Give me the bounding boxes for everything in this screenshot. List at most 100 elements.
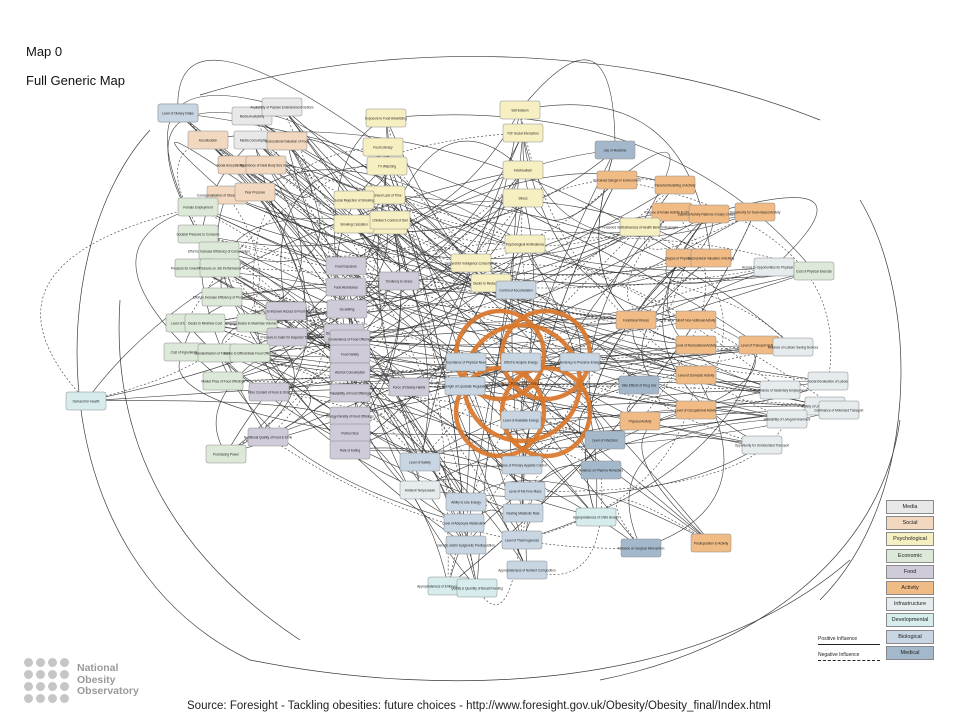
node-label: Social Devaluation of Labour bbox=[808, 379, 850, 383]
node-box bbox=[499, 100, 541, 120]
influence-link bbox=[268, 391, 523, 466]
influence-link bbox=[265, 164, 526, 262]
logo-dot bbox=[48, 682, 57, 691]
node-label: Opportunity for Unmotorised Transport bbox=[735, 443, 790, 447]
logo-dot bbox=[36, 682, 45, 691]
influence-link bbox=[225, 146, 385, 455]
source-caption: Source: Foresight - Tackling obesities: … bbox=[187, 700, 771, 712]
map-node: Tendency to Preserve Energy bbox=[559, 352, 601, 372]
influence-link bbox=[465, 344, 697, 546]
node-label: Reliance on Surgical Intervention bbox=[618, 546, 665, 550]
influence-link bbox=[353, 199, 781, 391]
map-node: Portion Size bbox=[329, 423, 371, 443]
node-box bbox=[734, 202, 776, 222]
map-node: Dominance of Sedentary Employment bbox=[753, 380, 807, 400]
node-label: Degree of Innate Activity in Childhood bbox=[645, 210, 698, 214]
node-label: Fibre Content of Food & Drink bbox=[248, 390, 291, 394]
map-node: Physical Activity bbox=[619, 411, 661, 431]
node-label: TV Watching bbox=[378, 164, 396, 168]
influence-link bbox=[85, 194, 260, 402]
legend-item: Developmental bbox=[886, 613, 934, 628]
map-node: Self-Esteem bbox=[499, 100, 541, 120]
node-label: Purchasing Power bbox=[213, 452, 240, 456]
node-box bbox=[618, 375, 660, 395]
negative-influence-label: Negative Influence bbox=[818, 652, 860, 658]
influence-link bbox=[389, 179, 618, 252]
node-label: Opportunity for Team-Based Activity bbox=[730, 210, 781, 214]
node-box bbox=[329, 362, 371, 382]
influence-link bbox=[665, 213, 775, 284]
node-box bbox=[234, 182, 276, 202]
node-label: Food Variety bbox=[341, 352, 359, 356]
node-box bbox=[266, 327, 308, 347]
node-label: Stress bbox=[518, 196, 527, 200]
influence-link bbox=[515, 289, 640, 386]
node-box bbox=[378, 271, 420, 291]
map-node: Resting Metabolic Rate bbox=[502, 503, 544, 523]
influence-link bbox=[185, 164, 302, 324]
map-node: Reliance on Surgical Intervention bbox=[618, 538, 665, 558]
map-nodes: EducationMedia AvailabilityAvailability … bbox=[65, 97, 864, 598]
node-label: Level of Satiety bbox=[409, 460, 431, 464]
influence-link bbox=[280, 165, 388, 312]
influence-link bbox=[251, 115, 775, 272]
node-box bbox=[690, 533, 732, 553]
node-box bbox=[807, 371, 849, 391]
positive-influence-label: Positive Influence bbox=[818, 636, 858, 642]
map-node: Quality & Quantity of Breast Feeding bbox=[451, 578, 503, 598]
node-label: Energy-Density of Food Offerings bbox=[326, 414, 374, 418]
node-box bbox=[443, 513, 485, 533]
influence-link bbox=[616, 151, 671, 228]
map-node: Predisposition to Activity bbox=[690, 533, 732, 553]
influence-link bbox=[384, 194, 794, 348]
node-box bbox=[365, 108, 407, 128]
node-label: Standardisation of Food Offerings bbox=[194, 351, 242, 355]
node-box bbox=[399, 480, 441, 500]
influence-link bbox=[524, 418, 788, 492]
influence-link bbox=[476, 512, 524, 606]
influence-link bbox=[222, 361, 467, 382]
node-label: Individualism bbox=[514, 168, 533, 172]
map-node: Societal Pressure to Consume bbox=[176, 224, 220, 244]
node-label: Physical Activity bbox=[629, 419, 652, 423]
node-label: Pressure on Job Performance bbox=[199, 266, 242, 270]
node-label: Availability of Passive Entertainment Op… bbox=[250, 105, 314, 109]
solid-line-icon bbox=[818, 644, 880, 645]
node-box bbox=[504, 481, 546, 501]
influence-link bbox=[199, 56, 821, 121]
influence-link bbox=[345, 286, 637, 329]
node-label: Pressure to Improve Access to Food Offer… bbox=[253, 309, 319, 313]
node-label: Tendency to Graze bbox=[386, 279, 413, 283]
map-node: Alcohol Consumption bbox=[329, 362, 371, 382]
map-node: Level of Infections bbox=[584, 430, 626, 450]
logo-dot bbox=[48, 694, 57, 703]
influence-link bbox=[267, 169, 524, 438]
node-box bbox=[248, 382, 290, 402]
node-label: F2F Social Interaction bbox=[507, 131, 538, 135]
map-node: Functional Fitness bbox=[615, 310, 657, 330]
node-label: Degree of Primary Appetite Control bbox=[497, 463, 547, 467]
node-box bbox=[654, 175, 696, 195]
map-node: Level of Domestic Activity bbox=[675, 365, 717, 385]
influence-link bbox=[177, 112, 760, 346]
influence-link bbox=[349, 282, 492, 451]
influence-link bbox=[265, 164, 840, 411]
node-box bbox=[818, 400, 860, 420]
influence-link bbox=[386, 165, 815, 279]
positive-influence-key: Positive Influence bbox=[818, 636, 880, 645]
logo-line: Obesity bbox=[77, 673, 116, 686]
negative-influence-key: Negative Influence bbox=[818, 652, 880, 661]
node-label: Appropriateness of Child Growth bbox=[573, 515, 619, 519]
influence-link bbox=[345, 237, 815, 272]
node-label: Access to Opportunities for Physical Exe… bbox=[742, 265, 806, 269]
map-node: Importance of Ideal Body Size Image bbox=[240, 155, 292, 175]
node-label: Conceptualisation of Obesity as a Diseas… bbox=[197, 193, 257, 197]
map-node: Dominance of Motorised Transport bbox=[815, 400, 864, 420]
node-box bbox=[594, 140, 636, 160]
influence-link bbox=[197, 206, 697, 376]
node-label: Importance of Ideal Body Size Image bbox=[240, 163, 292, 167]
node-label: NEAT Non-Volitional Activity bbox=[676, 318, 716, 322]
node-box bbox=[675, 335, 717, 355]
energy-balance-label: ENERGY BALANCE bbox=[501, 381, 542, 386]
